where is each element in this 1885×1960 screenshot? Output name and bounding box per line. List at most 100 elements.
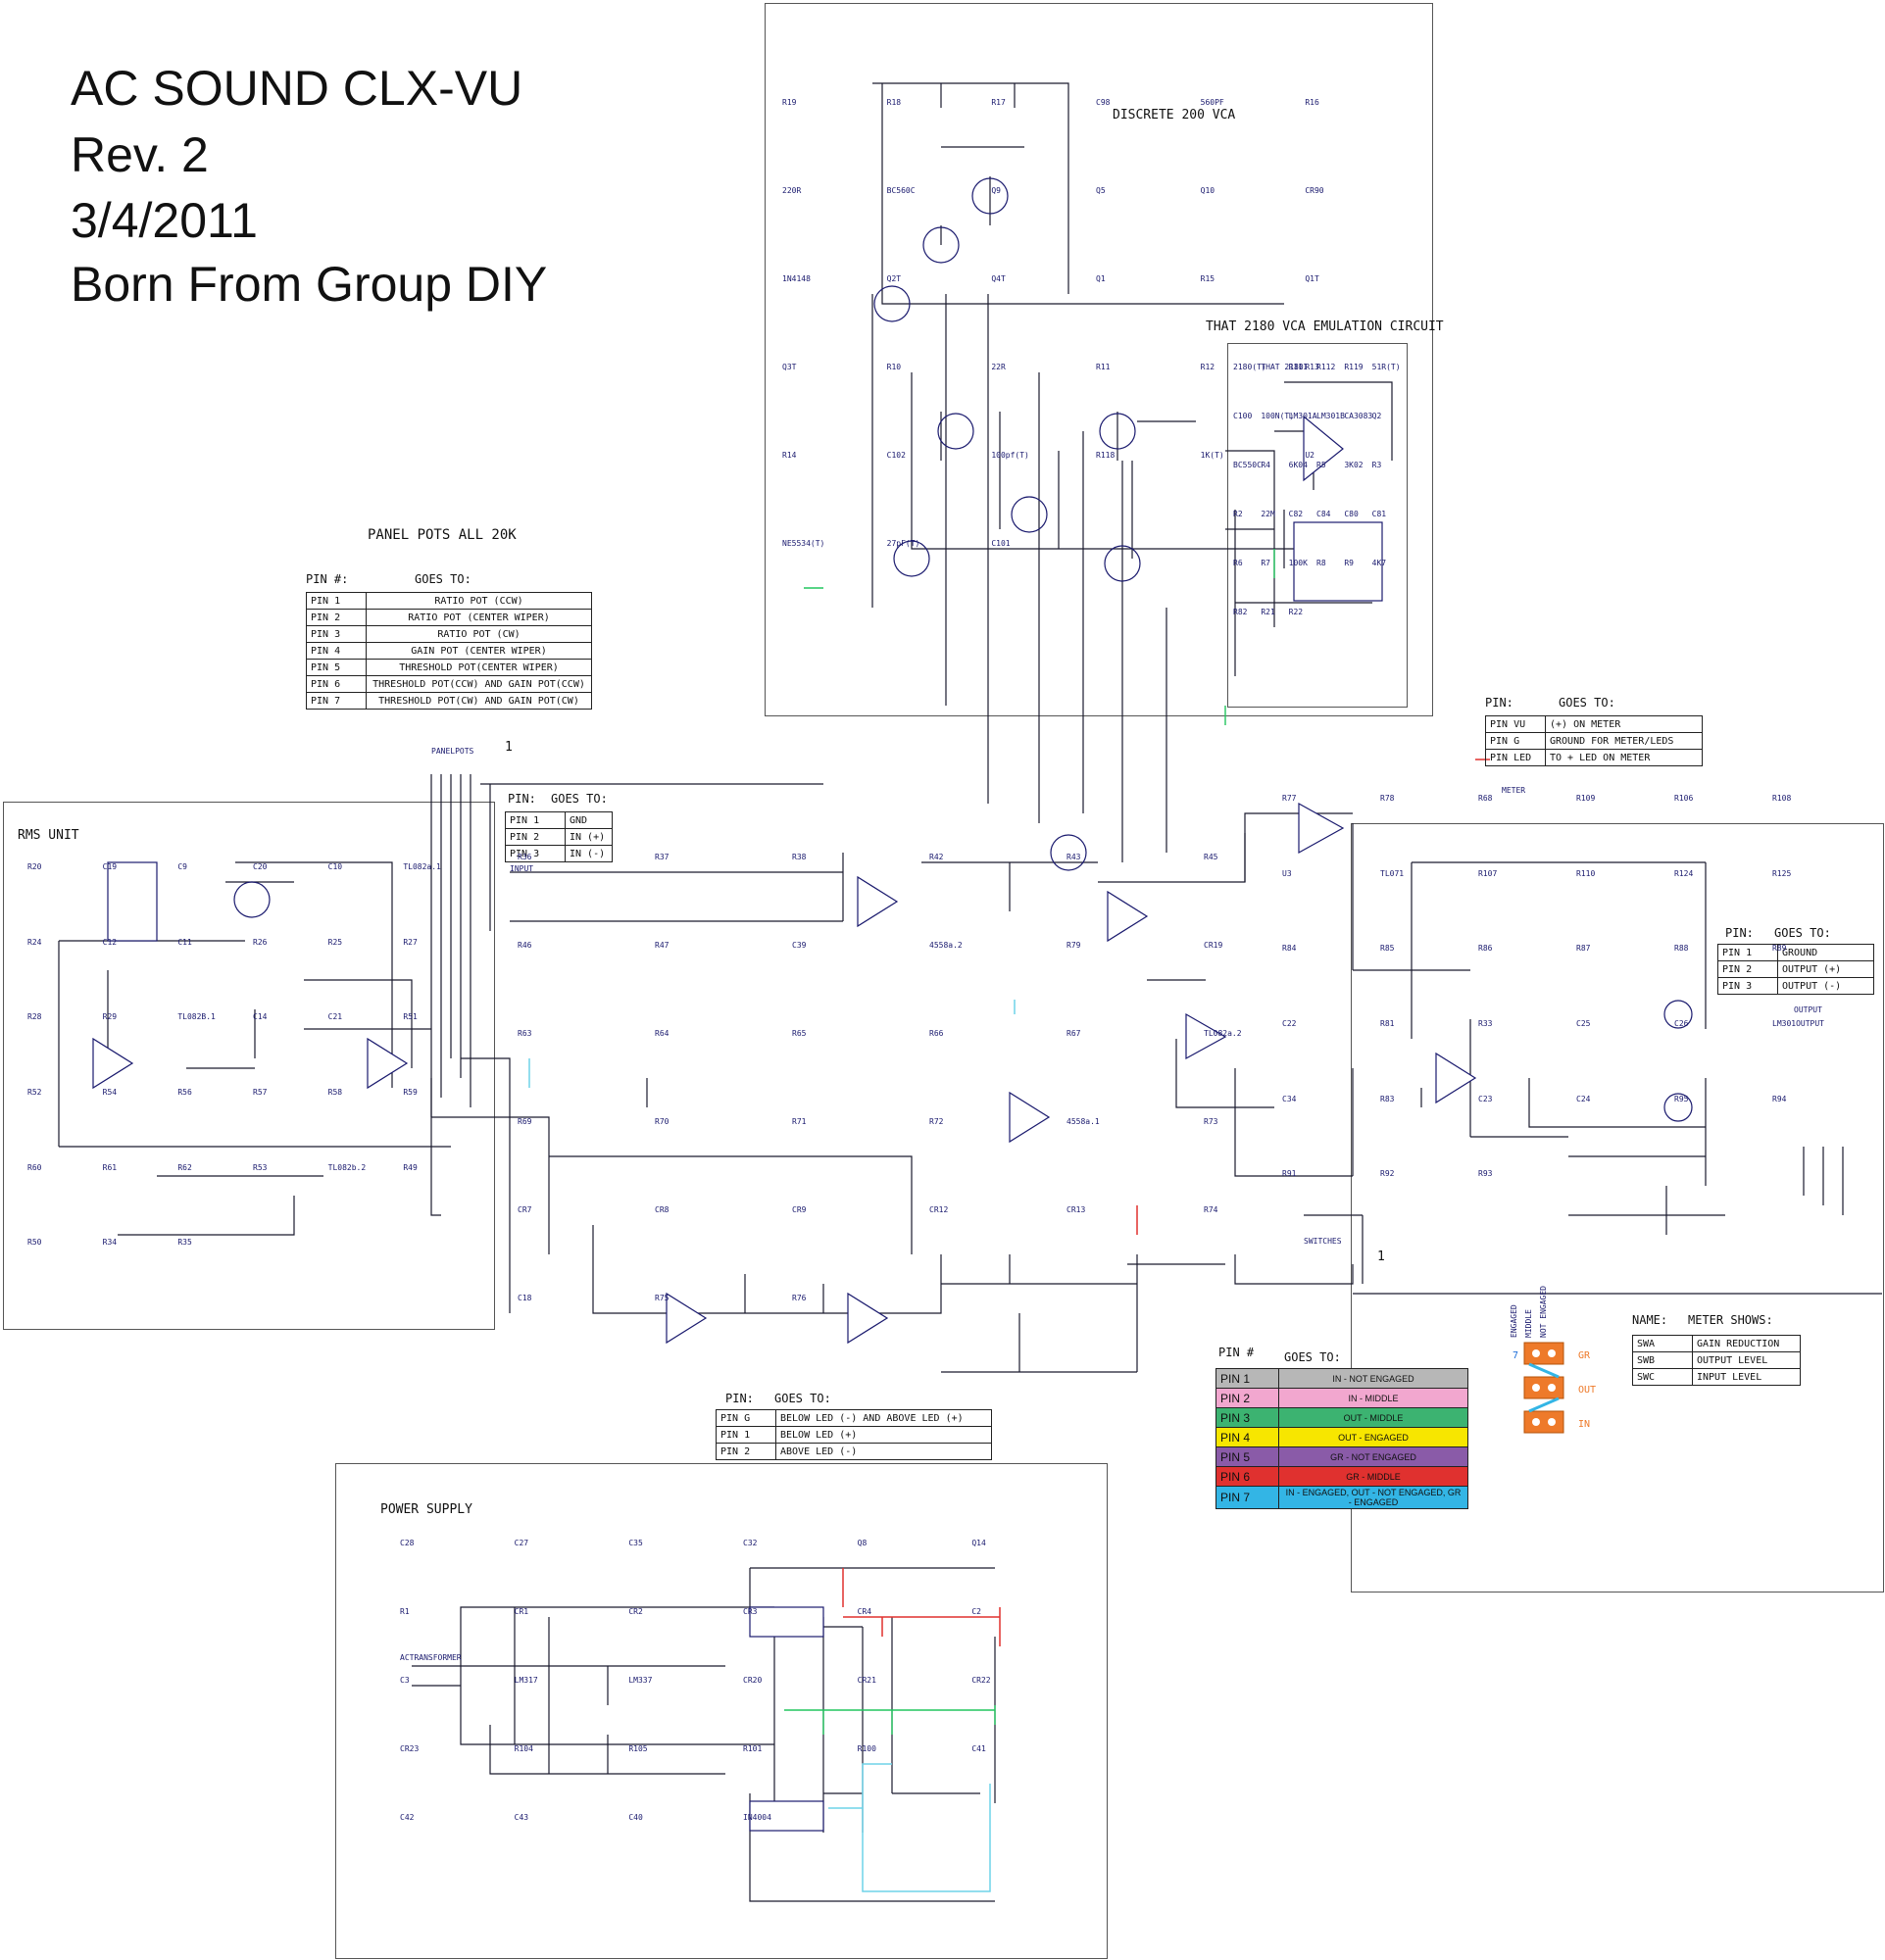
component-label: R108 (1772, 794, 1792, 803)
component-label: R105 (628, 1744, 648, 1753)
component-label: CR13 (1067, 1205, 1086, 1214)
component-label: 22M (1261, 510, 1275, 518)
component-label: R85 (1380, 944, 1395, 954)
discrete-vca-box (765, 3, 1433, 716)
pin-cell: PIN 7 (306, 692, 367, 710)
component-label: C28 (400, 1539, 415, 1547)
component-label: R46 (518, 941, 532, 950)
panelpots-connector-label: PANELPOTS (431, 747, 474, 756)
component-label: C34 (1282, 1094, 1297, 1103)
component-label: NE5534(T) (782, 539, 825, 548)
component-label: R38 (792, 853, 807, 861)
pin-cell: PIN 3 (505, 845, 566, 862)
component-label: R10 (886, 363, 902, 371)
pin-cell: PIN 2 (505, 828, 566, 846)
component-label: R106 (1674, 794, 1694, 803)
component-label: Q1T (1305, 274, 1319, 283)
title-line-2: Rev. 2 (71, 127, 209, 182)
component-label: R70 (655, 1117, 670, 1126)
component-label: C32 (743, 1539, 758, 1547)
component-label: CR3 (743, 1607, 758, 1616)
switches-pin1: 1 (1377, 1250, 1385, 1264)
component-label: CR20 (743, 1676, 763, 1685)
component-label: R54 (102, 1088, 118, 1097)
component-label: LM301B (1316, 412, 1345, 420)
component-label: R18 (886, 98, 902, 107)
goes-to-cell: INPUT LEVEL (1692, 1368, 1801, 1386)
component-label: R9 (1344, 559, 1354, 567)
component-label: CR21 (857, 1676, 876, 1685)
component-label: R66 (929, 1029, 944, 1038)
pin-cell: PIN 1 (1717, 944, 1778, 961)
switches-connector-label: SWITCHES (1304, 1237, 1342, 1246)
pin-cell: SWB (1632, 1351, 1693, 1369)
rms-unit-box (3, 802, 495, 1330)
table-row: PIN VU(+) ON METER (1485, 715, 1703, 733)
component-label: R24 (27, 937, 42, 947)
component-label: R50 (27, 1238, 42, 1248)
component-label: R71 (792, 1117, 807, 1126)
component-label: 1N4148 (782, 274, 811, 283)
component-label: C21 (327, 1012, 343, 1022)
component-label: C25 (1576, 1019, 1591, 1028)
meter-shows-table-h1: NAME: (1632, 1313, 1668, 1327)
title-line-4: Born From Group DIY (71, 257, 548, 312)
goes-to-cell: RATIO POT (CCW) (366, 592, 592, 610)
component-label: 51R(T) (1371, 363, 1401, 371)
switch-row-out: OUT (1578, 1385, 1597, 1396)
component-label: Q5 (1096, 186, 1106, 195)
pin-cell: PIN 2 (1215, 1388, 1279, 1408)
component-label: R20 (27, 862, 42, 871)
component-label: LM301OUTPUT (1772, 1019, 1824, 1028)
meter-shows-table-h2: METER SHOWS: (1688, 1313, 1773, 1327)
pin-cell: PIN 2 (306, 609, 367, 626)
component-label: CR90 (1305, 186, 1324, 195)
component-label: 100N(T) (1261, 412, 1295, 420)
goes-to-cell: OUT - MIDDLE (1278, 1407, 1468, 1428)
component-label: C101 (991, 539, 1011, 548)
component-label: R64 (655, 1029, 670, 1038)
pin-cell: SWA (1632, 1335, 1693, 1352)
component-label: R7 (1261, 559, 1270, 567)
switch-table-h1: PIN # (1218, 1346, 1255, 1359)
goes-to-cell: GROUND (1777, 944, 1874, 961)
component-label: TL082a.1 (403, 862, 441, 871)
component-label: C14 (253, 1012, 268, 1022)
component-label: R118 (1096, 451, 1116, 460)
component-label: R1 (400, 1607, 410, 1616)
input-table-h2: GOES TO: (551, 792, 608, 806)
component-label: 220R (782, 186, 802, 195)
component-label: TL082b.2 (327, 1162, 367, 1172)
component-label: R15 (1200, 274, 1215, 283)
pin-cell: PIN 6 (306, 675, 367, 693)
switch-row-in: IN (1578, 1419, 1591, 1430)
component-label: 4558a.2 (929, 941, 963, 950)
component-label: C35 (628, 1539, 643, 1547)
component-label: R77 (1282, 794, 1297, 803)
component-label: R42 (929, 853, 944, 861)
pin-cell: PIN 2 (716, 1443, 776, 1460)
component-label: TL082a.2 (1204, 1029, 1242, 1038)
component-label: R119 (1344, 363, 1364, 371)
pin-cell: PIN G (716, 1409, 776, 1427)
component-label: CR1 (514, 1607, 529, 1616)
switch-label-engaged: ENGAGED (1510, 1304, 1518, 1338)
goes-to-cell: OUT - ENGAGED (1278, 1427, 1468, 1447)
component-label: R76 (792, 1294, 807, 1302)
component-label: C24 (1576, 1094, 1591, 1103)
component-label: R91 (1282, 1169, 1297, 1179)
component-label: 2180(T) (1233, 363, 1266, 371)
meter-table-h1: PIN: (1485, 696, 1513, 710)
component-label: C40 (628, 1813, 643, 1822)
component-label: R60 (27, 1162, 42, 1172)
